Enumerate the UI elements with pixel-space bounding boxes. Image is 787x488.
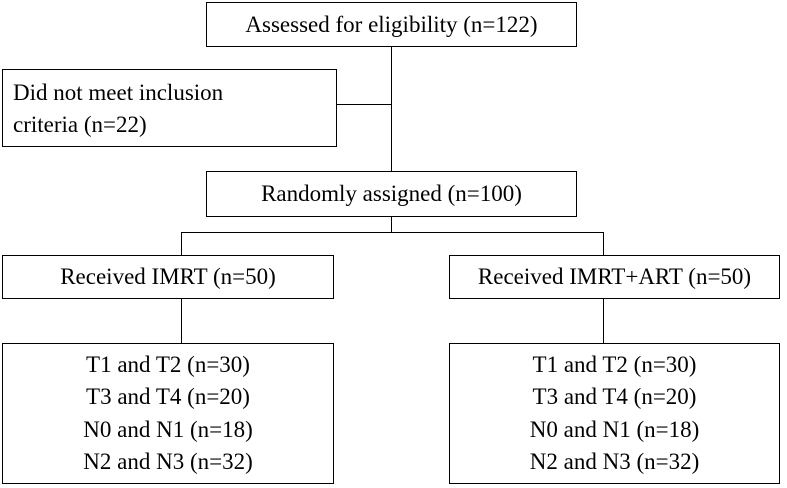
randomized-label: Randomly assigned (n=100) [261,181,522,207]
arm-imrt-detail-n2-n3: N2 and N3 (n=32) [83,448,253,474]
arm-imrt-detail-t1-t2: T1 and T2 (n=30) [86,352,250,378]
connector-arm-imrt-to-details [181,298,183,343]
arm-imrt-art-detail-t1-t2: T1 and T2 (n=30) [532,352,697,378]
connector-arms-split [181,232,604,234]
arm-imrt-art-detail-n2-n3: N2 and N3 (n=32) [529,448,700,474]
connector-randomized-down [391,216,393,233]
connector-to-excluded [336,104,392,106]
arm-imrt-art-detail-n0-n1: N0 and N1 (n=18) [529,416,700,442]
excluded-label-line1: Did not meet inclusion [13,80,224,105]
assessed-box: Assessed for eligibility (n=122) [206,2,577,47]
arm-imrt-label: Received IMRT (n=50) [60,264,276,290]
connector-to-arm-imrt-art [603,232,605,255]
arm-imrt-box: Received IMRT (n=50) [2,255,334,299]
excluded-box: Did not meet inclusion criteria (n=22) [2,69,337,147]
connector-arm-imrt-art-to-details [603,298,605,343]
excluded-label-line2: criteria (n=22) [13,111,147,137]
connector-assessed-to-randomized [391,46,393,171]
arm-imrt-detail-t3-t4: T3 and T4 (n=20) [86,384,250,410]
arm-imrt-art-details-box: T1 and T2 (n=30) T3 and T4 (n=20) N0 and… [449,343,780,484]
connector-to-arm-imrt [181,232,183,255]
assessed-label: Assessed for eligibility (n=122) [245,11,538,37]
arm-imrt-art-detail-t3-t4: T3 and T4 (n=20) [532,384,697,410]
arm-imrt-art-label: Received IMRT+ART (n=50) [477,264,752,290]
arm-imrt-art-box: Received IMRT+ART (n=50) [449,255,780,299]
randomized-box: Randomly assigned (n=100) [206,171,577,217]
arm-imrt-details-box: T1 and T2 (n=30) T3 and T4 (n=20) N0 and… [2,343,334,484]
arm-imrt-detail-n0-n1: N0 and N1 (n=18) [83,416,253,442]
